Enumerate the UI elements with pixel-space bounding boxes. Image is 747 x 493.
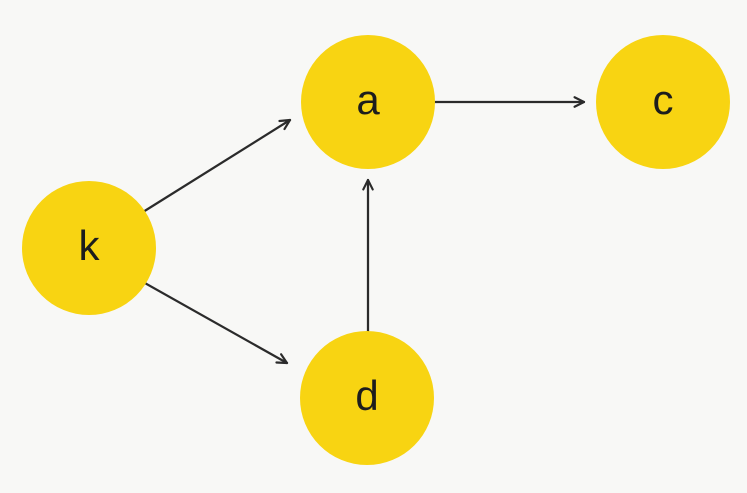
node-d[interactable]: d: [300, 331, 434, 465]
node-k[interactable]: k: [22, 181, 156, 315]
node-label-c: c: [652, 76, 674, 123]
node-a[interactable]: a: [301, 35, 435, 169]
node-label-k: k: [78, 222, 100, 269]
edge-line-k-d[interactable]: [125, 271, 289, 365]
node-label-a: a: [356, 76, 380, 123]
node-c[interactable]: c: [596, 35, 730, 169]
edge-line-k-a[interactable]: [125, 118, 292, 224]
node-label-d: d: [355, 372, 379, 419]
